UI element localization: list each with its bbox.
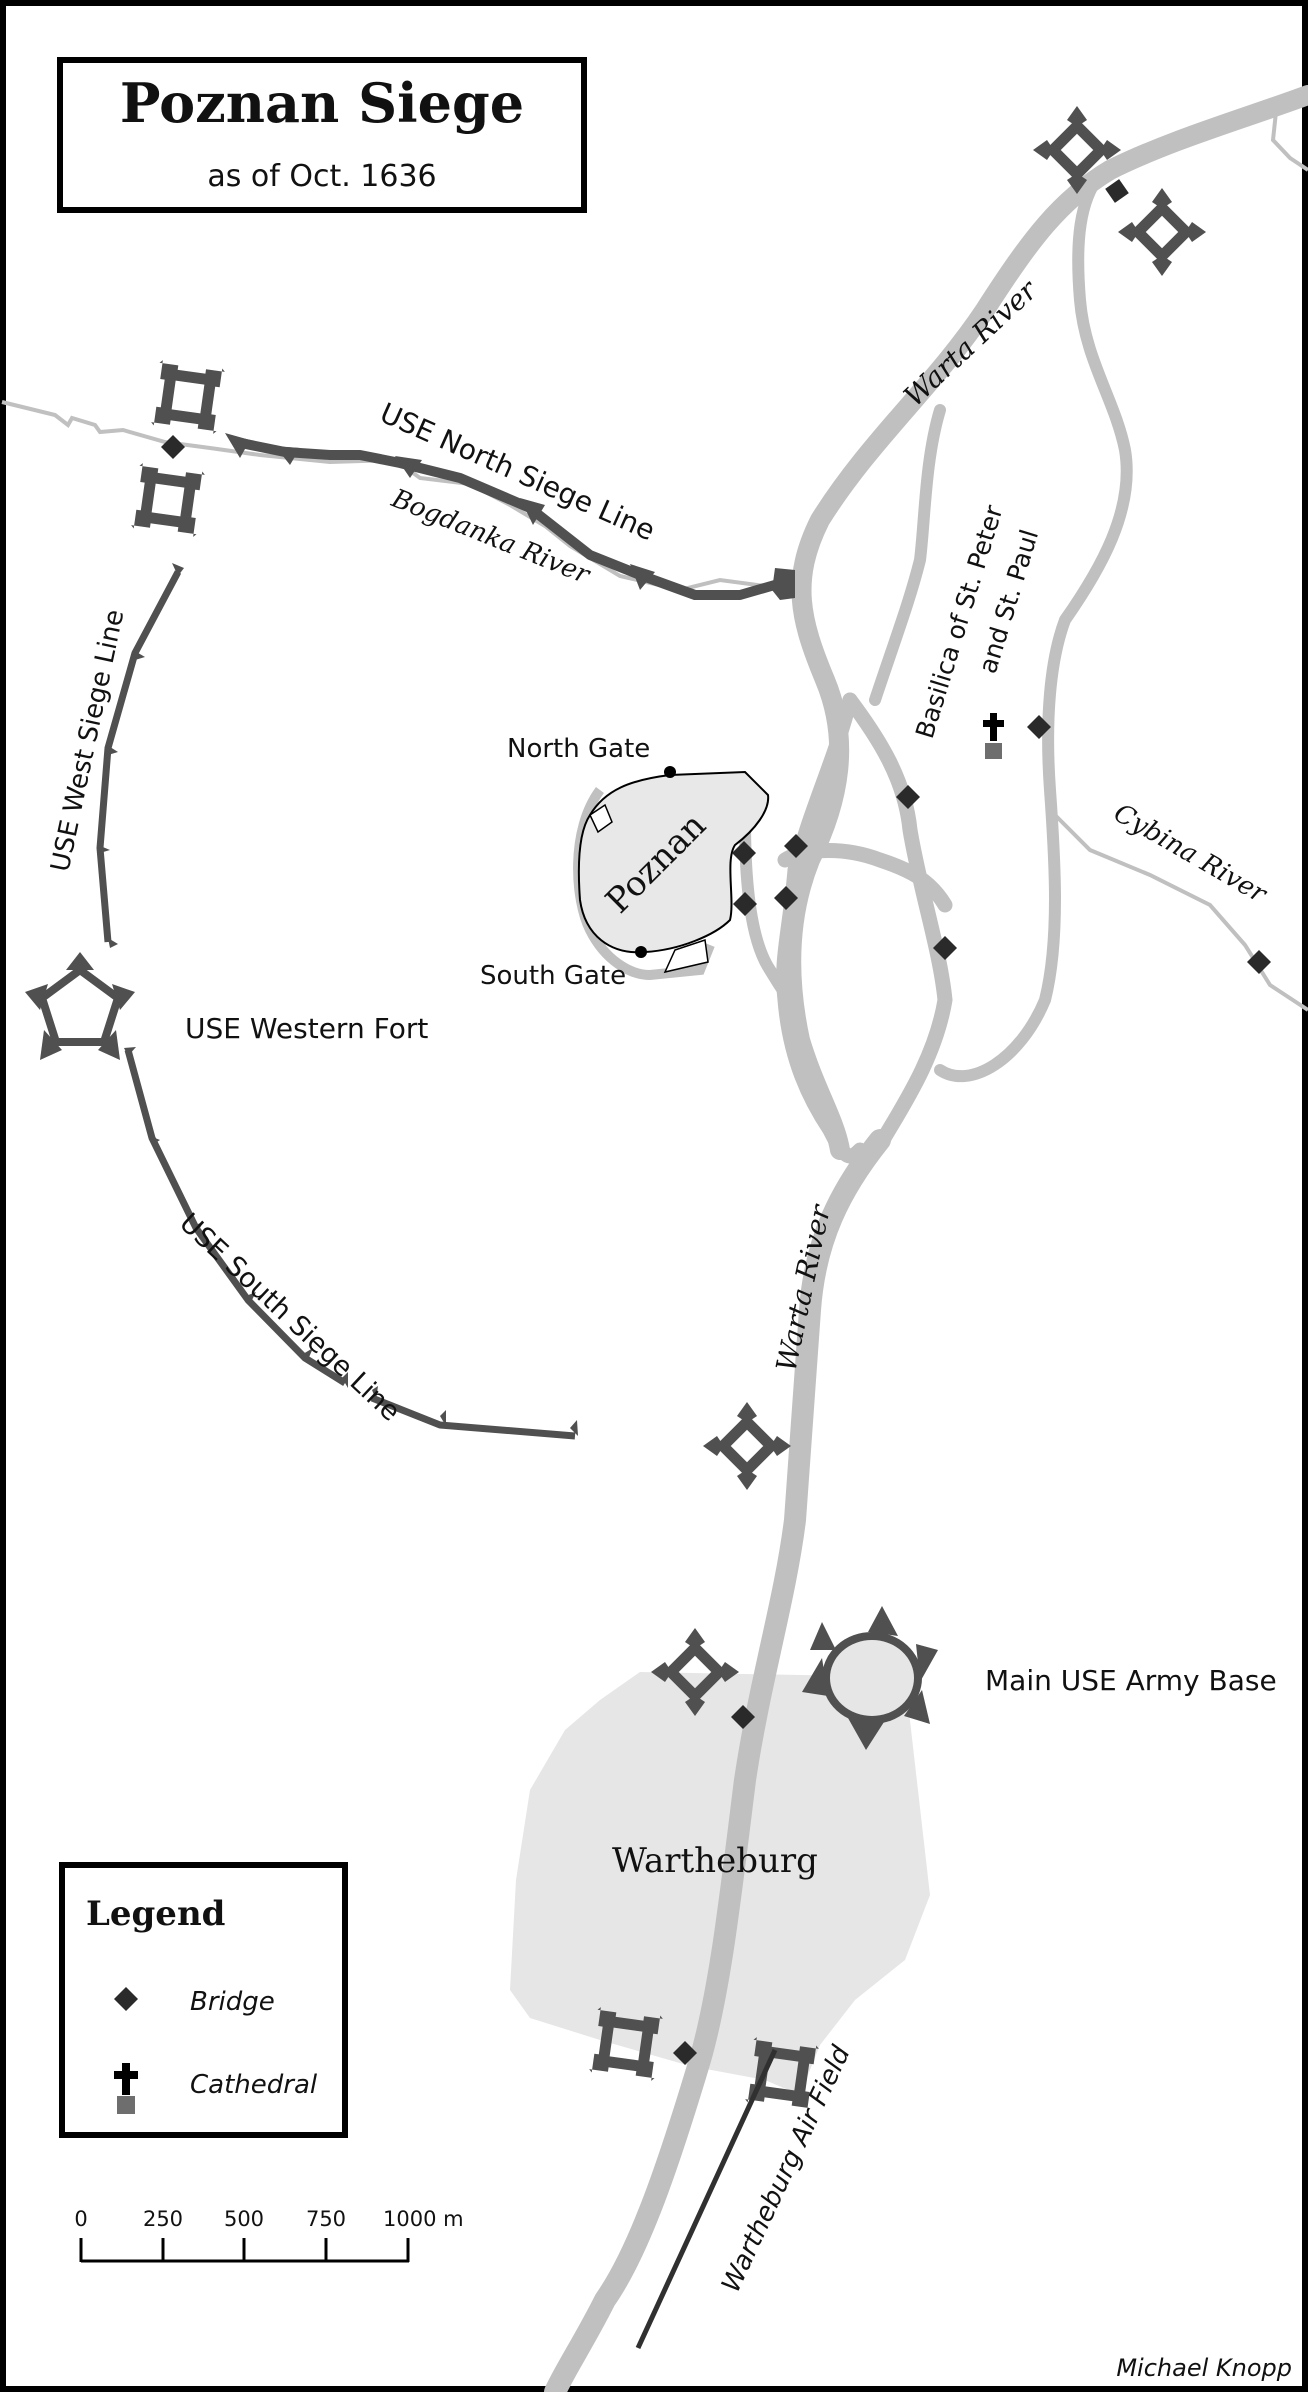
label-main-army-base: Main USE Army Base bbox=[985, 1664, 1277, 1697]
cathedral-icon bbox=[114, 2063, 138, 2114]
legend: Legend Bridge Cathedral bbox=[59, 1862, 348, 2138]
warta-river bbox=[544, 85, 1308, 2392]
label-south-siege-line: USE South Siege Line bbox=[173, 1207, 406, 1427]
label-warta-river-south: Warta River bbox=[770, 1201, 838, 1375]
scale-tick-250: 250 bbox=[143, 2207, 183, 2231]
author-credit: Michael Knopp bbox=[1116, 2354, 1292, 2382]
label-warta-river-north: Warta River bbox=[897, 273, 1044, 414]
map-subtitle: as of Oct. 1636 bbox=[207, 159, 436, 194]
legend-label-cathedral: Cathedral bbox=[190, 2070, 318, 2100]
cathedral-icon bbox=[983, 713, 1004, 759]
south-siege-line-teeth bbox=[124, 1047, 578, 1436]
cybina-river bbox=[1053, 813, 1308, 1012]
south-siege-line bbox=[124, 1049, 576, 1440]
scale-bar: 0 250 500 750 1000 m bbox=[74, 2207, 464, 2263]
label-south-gate: South Gate bbox=[480, 961, 626, 991]
bridge-icon bbox=[161, 435, 185, 459]
poznan-city bbox=[573, 766, 770, 981]
south-gate-marker bbox=[635, 946, 647, 958]
north-siege-line bbox=[235, 437, 787, 600]
label-north-gate: North Gate bbox=[507, 734, 650, 764]
title-box bbox=[57, 57, 587, 213]
fort-northeast-east bbox=[1118, 188, 1206, 276]
main-army-base-fort bbox=[802, 1606, 938, 1750]
label-wartheburg: Wartheburg bbox=[612, 1841, 818, 1881]
scale-tick-500: 500 bbox=[224, 2207, 264, 2231]
wartheburg-area bbox=[510, 1672, 930, 2095]
fort-south-warta bbox=[703, 1402, 791, 1490]
legend-title: Legend bbox=[86, 1894, 225, 1934]
north-gate-marker bbox=[664, 766, 676, 778]
air-field-runway bbox=[635, 2048, 778, 2350]
bogdanka-river bbox=[1, 400, 796, 593]
fort-northwest-lower bbox=[131, 463, 206, 538]
legend-box bbox=[59, 1862, 348, 2138]
label-west-siege-line: USE West Siege Line bbox=[46, 607, 131, 874]
west-siege-line-teeth bbox=[98, 563, 184, 948]
map-title: Poznan Siege bbox=[120, 71, 524, 135]
scale-tick-1000: 1000 m bbox=[383, 2207, 464, 2231]
scale-tick-750: 750 bbox=[306, 2207, 346, 2231]
stream-northeast bbox=[1270, 111, 1308, 172]
north-siege-line-teeth bbox=[225, 433, 795, 600]
label-western-fort: USE Western Fort bbox=[185, 1012, 428, 1045]
fort-northwest-upper bbox=[151, 360, 226, 435]
legend-label-bridge: Bridge bbox=[190, 1987, 275, 2017]
western-fort bbox=[25, 952, 135, 1060]
scale-tick-0: 0 bbox=[74, 2207, 87, 2231]
